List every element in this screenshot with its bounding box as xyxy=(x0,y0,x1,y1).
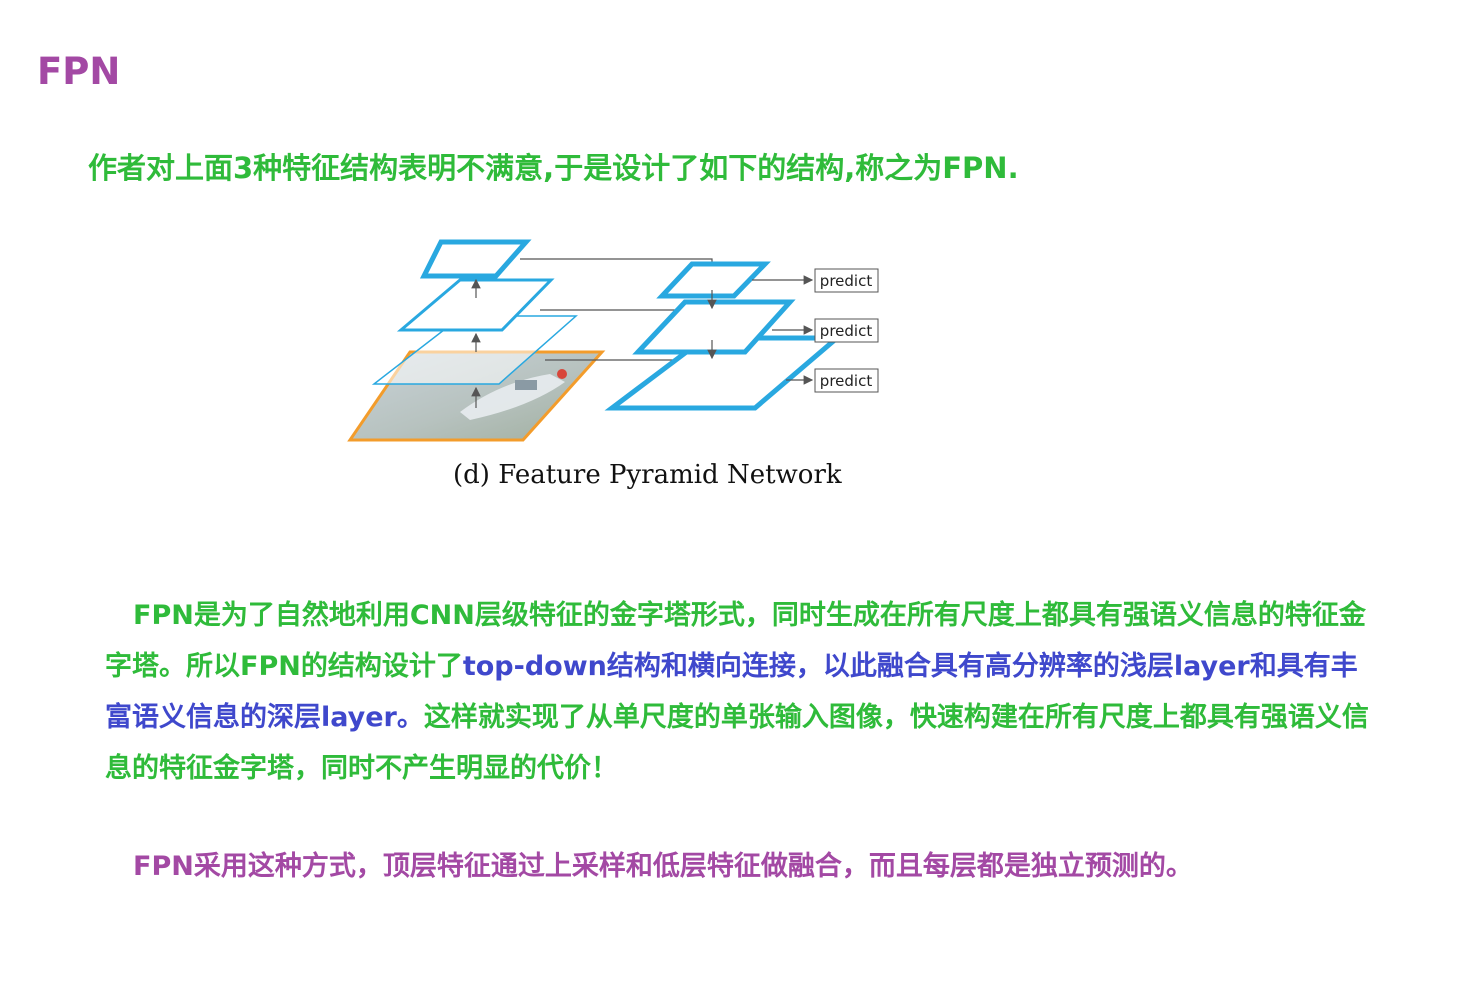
top-down-layer-2 xyxy=(632,299,796,355)
boat-passenger xyxy=(557,369,567,379)
top-down-layer-3 xyxy=(604,335,844,411)
top-down-layer-1 xyxy=(656,261,771,299)
paragraph-part-2: top-down结构和横向连接，以此融合具有高分辨率的浅层layer和具有丰富语… xyxy=(105,651,1358,733)
intro-sentence: 作者对上面3种特征结构表明不满意,于是设计了如下的结构,称之为FPN xyxy=(88,151,1008,185)
closing-text: FPN采用这种方式，顶层特征通过上采样和低层特征做融合，而且每层都是独立预测的。 xyxy=(133,851,1193,882)
paragraph-part-1: FPN是为了自然地利用CNN层级特征的金字塔形式，同时生成在所有尺度上都具有强语… xyxy=(105,600,1366,682)
predict-box-2 xyxy=(814,318,879,343)
fpn-description-paragraph: FPN是为了自然地利用CNN层级特征的金字塔形式，同时生成在所有尺度上都具有强语… xyxy=(105,590,1375,794)
bottom-up-layer-3 xyxy=(371,315,578,385)
predict-label-3: predict xyxy=(820,372,873,390)
fpn-diagram: predict predict predict xyxy=(340,232,900,452)
fpn-diagram-svg: predict predict predict xyxy=(347,239,879,442)
boat-shape xyxy=(460,374,565,420)
intro-suffix: . xyxy=(1007,151,1019,185)
bottom-up-layer-2 xyxy=(396,278,555,332)
paragraph-part-3: 这样就实现了从单尺度的单张输入图像，快速构建在所有尺度上都具有强语义信息的特征金… xyxy=(105,702,1369,784)
boat-cabin xyxy=(515,380,537,390)
intro-text: 作者对上面3种特征结构表明不满意,于是设计了如下的结构,称之为FPN. xyxy=(88,148,1019,188)
predict-box-1 xyxy=(814,268,879,293)
predict-label-2: predict xyxy=(820,322,873,340)
figure-caption: (d) Feature Pyramid Network xyxy=(453,460,842,490)
page-title: FPN xyxy=(37,50,121,93)
bottom-up-layer-1 xyxy=(419,239,532,279)
predict-box-3 xyxy=(814,368,879,393)
predict-label-1: predict xyxy=(820,272,873,290)
